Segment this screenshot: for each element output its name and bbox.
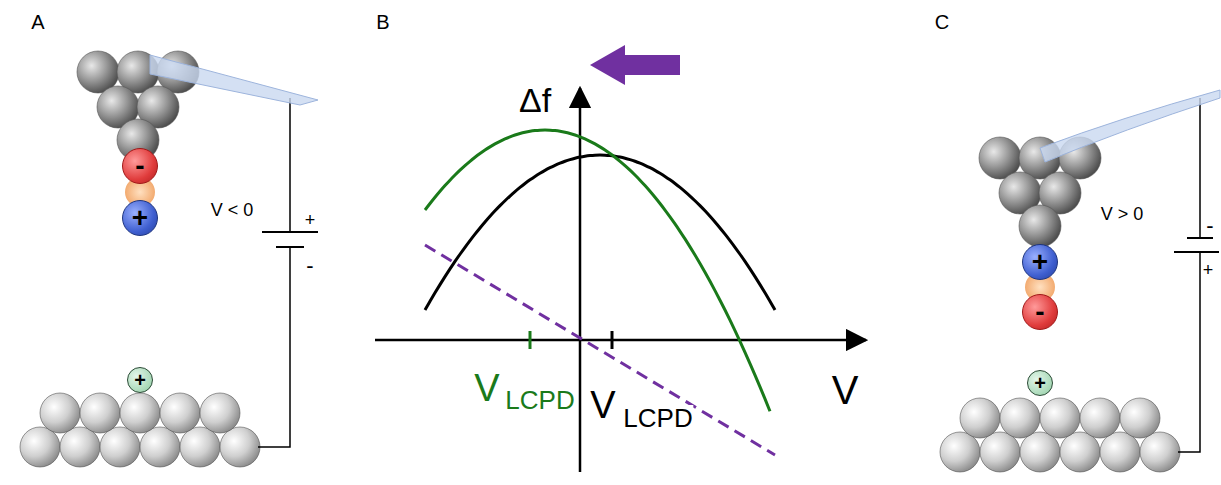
panel-letter: C	[934, 12, 950, 32]
cantilever	[1040, 90, 1220, 162]
atom	[1019, 205, 1061, 247]
adatom-charge: +	[127, 367, 153, 393]
atom	[80, 393, 120, 433]
sample-atoms	[20, 393, 260, 467]
atom	[1060, 432, 1100, 472]
charge-sign: +	[134, 370, 146, 390]
charge-positive: +	[1022, 244, 1058, 280]
bias-label: V < 0	[210, 201, 255, 219]
y-axis	[579, 88, 582, 472]
atom	[140, 427, 180, 467]
sample-atoms	[940, 398, 1180, 472]
charge-sign: +	[132, 204, 148, 232]
dashed-line	[425, 245, 775, 455]
battery-sign: -	[1205, 215, 1214, 237]
wire	[1178, 98, 1200, 452]
panel-c-art	[940, 90, 1220, 472]
atom	[960, 398, 1000, 438]
axis-label: Δf	[518, 83, 552, 117]
battery-sign: +	[1202, 261, 1215, 279]
wire	[258, 98, 290, 447]
shift-arrow	[590, 45, 680, 85]
atom	[940, 432, 980, 472]
charge-positive: +	[122, 200, 158, 236]
battery-plate	[262, 231, 318, 233]
charge-negative: -	[1022, 294, 1058, 330]
parabola-black	[425, 155, 775, 310]
lcpd-symbol: V	[473, 369, 500, 407]
lcpd-symbol: V	[589, 386, 616, 424]
atom	[20, 427, 60, 467]
charge-sign: +	[1034, 373, 1046, 393]
panel-b-art	[375, 45, 866, 472]
panel-a-art	[20, 51, 318, 467]
atom	[1040, 398, 1080, 438]
battery-sign: -	[305, 255, 314, 277]
charge-sign: +	[1032, 248, 1048, 276]
atom	[1020, 432, 1060, 472]
lcpd-subscript: LCPD	[504, 387, 575, 413]
battery-sign: +	[304, 211, 317, 229]
tick-black	[611, 331, 614, 349]
atom	[1100, 432, 1140, 472]
cantilever	[150, 55, 318, 105]
battery-plate	[1187, 237, 1213, 239]
x-axis	[375, 339, 866, 342]
adatom-charge: +	[1027, 370, 1053, 396]
lcpd-subscript: LCPD	[622, 405, 693, 431]
charge-sign: -	[1035, 298, 1044, 326]
atom	[40, 393, 80, 433]
panel-letter: A	[30, 12, 45, 32]
panel-letter: B	[375, 12, 390, 32]
atom	[200, 393, 240, 433]
atom	[100, 427, 140, 467]
atom	[1000, 398, 1040, 438]
battery-plate	[1174, 251, 1219, 253]
battery-plate	[276, 246, 304, 248]
atom	[980, 432, 1020, 472]
tick-green	[529, 331, 532, 349]
tip-atoms	[979, 137, 1101, 247]
charge-sign: -	[135, 152, 144, 180]
charge-negative: -	[122, 148, 158, 184]
atom	[180, 427, 220, 467]
atom	[60, 427, 100, 467]
atom	[1080, 398, 1120, 438]
atom	[120, 393, 160, 433]
atom	[1120, 398, 1160, 438]
atom	[220, 427, 260, 467]
axis-label: V	[831, 370, 860, 410]
bias-label: V > 0	[1100, 205, 1145, 223]
atom	[160, 393, 200, 433]
parabola-green	[425, 130, 770, 411]
atom	[1140, 432, 1180, 472]
